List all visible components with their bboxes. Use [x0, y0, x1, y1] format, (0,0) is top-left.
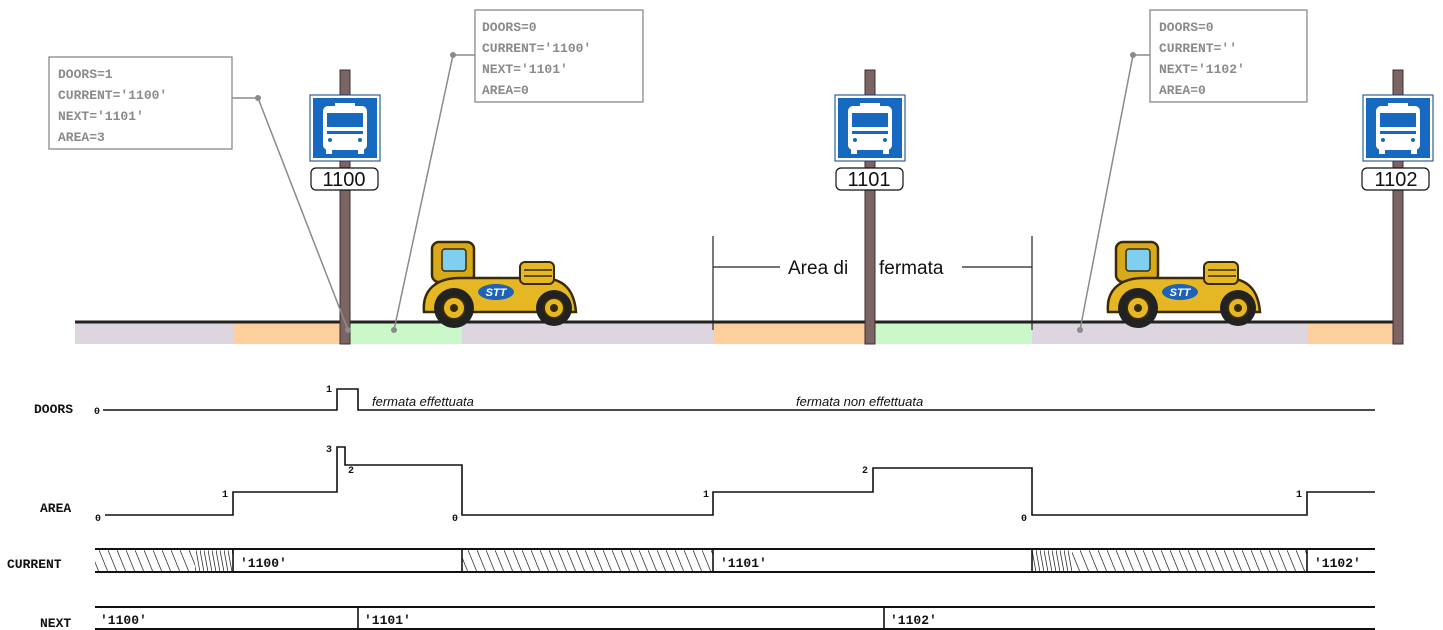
bus-stop-sign-icon [1363, 95, 1433, 161]
signal-label: DOORS [34, 402, 73, 417]
bus-value: '1101' [720, 556, 767, 571]
callout-line: NEXT='1101' [482, 62, 568, 77]
stop-pole-1101: 1101 [835, 70, 905, 344]
signal-doors: DOORS 0 1 fermata effettuata fermata non… [34, 385, 1375, 418]
signal-current: CURRENT '1100' '1101' '1102' [7, 549, 1375, 572]
doors-waveform [103, 389, 1375, 410]
road-segment-grey [462, 322, 713, 344]
callout-line: NEXT='1102' [1159, 62, 1245, 77]
stop-area-label-left: Area di [788, 258, 848, 279]
bus-stop-sign-icon [310, 95, 380, 161]
signal-level-label: 2 [348, 466, 354, 477]
bus-value: '1100' [240, 556, 287, 571]
signal-area: AREA 0 1 3 2 0 1 2 0 1 [40, 445, 1375, 525]
bus-value: '1100' [100, 613, 147, 628]
callout-line: AREA=3 [58, 130, 105, 145]
signal-level-label: 2 [862, 466, 868, 477]
stop-number: 1102 [1374, 169, 1417, 191]
bus-value: '1102' [1314, 556, 1361, 571]
signal-label: CURRENT [7, 557, 62, 572]
signal-next: NEXT '1100' '1101' '1102' [40, 607, 1375, 630]
callout-line: AREA=0 [482, 83, 529, 98]
signal-level-label: 0 [452, 514, 458, 525]
bus-value: '1101' [364, 613, 411, 628]
stop-number: 1101 [847, 169, 890, 191]
callout-line: DOORS=1 [58, 67, 113, 82]
callout-line: CURRENT='' [1159, 41, 1237, 56]
signal-level-label: 0 [1021, 514, 1027, 525]
bus-value: '1102' [890, 613, 937, 628]
signal-level-label: 1 [1296, 490, 1302, 501]
car-icon: STT [1108, 242, 1260, 328]
car-logo: STT [1170, 287, 1192, 299]
callout-line: DOORS=0 [482, 20, 537, 35]
signal-level-label: 1 [703, 490, 709, 501]
signal-level-label: 0 [94, 407, 100, 418]
stop-area-label-right: fermata [879, 258, 944, 279]
signal-label: AREA [40, 501, 71, 516]
signal-level-label: 1 [326, 385, 332, 396]
bus-stop-sign-icon [835, 95, 905, 161]
callout-line: CURRENT='1100' [58, 88, 167, 103]
callout-line: CURRENT='1100' [482, 41, 591, 56]
stop-pole-1102: 1102 [1362, 70, 1433, 344]
callout-line: NEXT='1101' [58, 109, 144, 124]
signal-level-label: 1 [222, 490, 228, 501]
road-segment-green [873, 322, 1032, 344]
road-segment-grey [1032, 322, 1307, 344]
road-segment-orange [1307, 322, 1399, 344]
area-waveform [105, 447, 1375, 515]
signal-label: NEXT [40, 616, 71, 630]
callout-line: AREA=0 [1159, 83, 1206, 98]
road-segment-orange [233, 322, 345, 344]
callout-line: DOORS=0 [1159, 20, 1214, 35]
stop-number: 1100 [322, 169, 365, 191]
car-icon: STT [424, 242, 576, 328]
current-undefined-segment [1032, 550, 1307, 572]
callout-stop-1100-arrival: DOORS=1 CURRENT='1100' NEXT='1101' AREA=… [49, 57, 351, 333]
current-undefined-segment [195, 550, 233, 572]
note-stop-done: fermata effettuata [372, 394, 474, 409]
road-segment-orange [713, 322, 873, 344]
current-undefined-segment [462, 550, 713, 572]
note-stop-not-done: fermata non effettuata [796, 394, 923, 409]
stop-pole-1100: 1100 [310, 70, 380, 344]
road-segment-grey [75, 322, 233, 344]
signal-level-label: 3 [326, 445, 332, 456]
car-logo: STT [486, 287, 508, 299]
signal-level-label: 0 [95, 514, 101, 525]
road [75, 322, 1399, 344]
current-undefined-segment [1032, 550, 1072, 572]
